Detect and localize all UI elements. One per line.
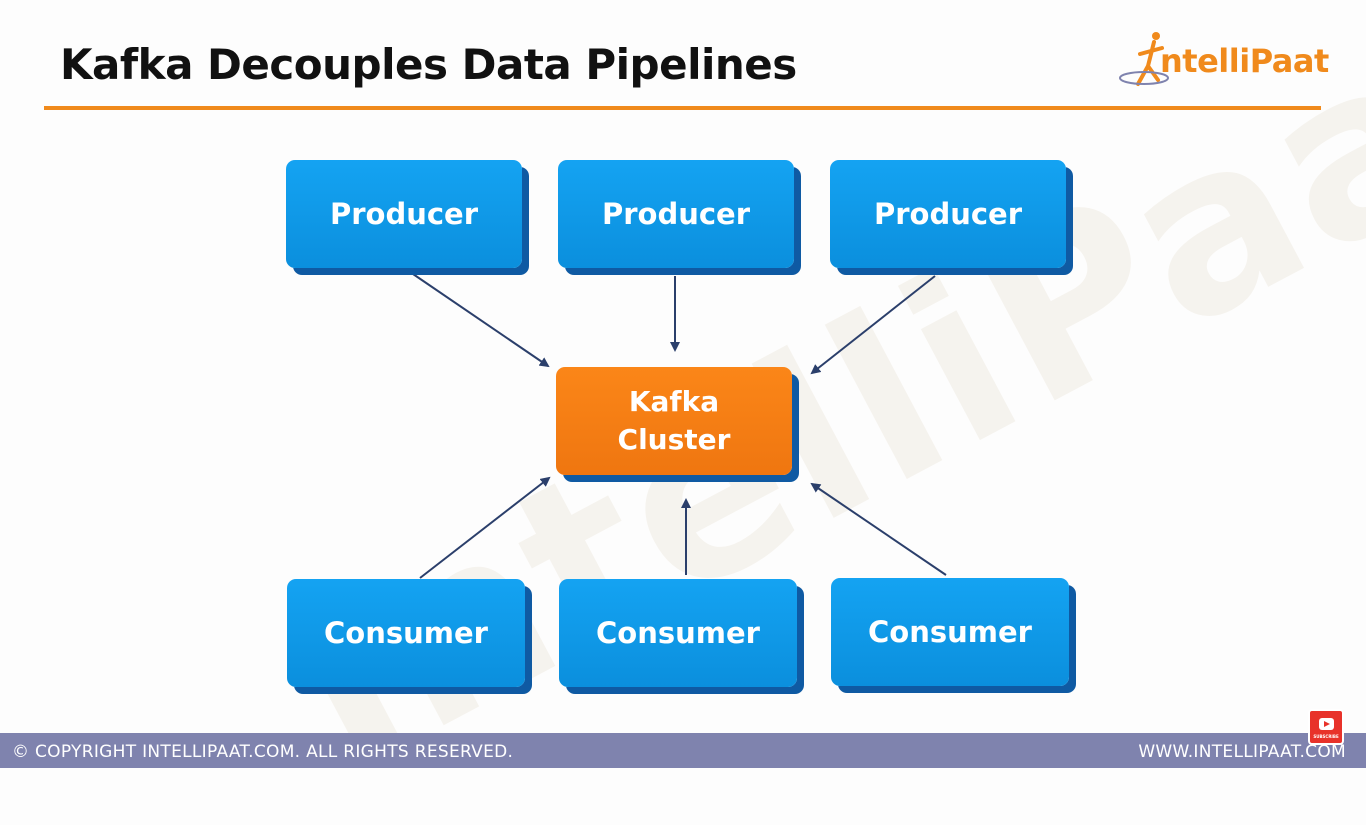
logo-text-intelli: ntelli — [1160, 42, 1250, 80]
footer-bar: © COPYRIGHT INTELLIPAAT.COM. ALL RIGHTS … — [0, 733, 1366, 768]
producer-label-3: Producer — [873, 197, 1023, 231]
producer-label-2: Producer — [601, 197, 751, 231]
intellipaat-logo-figure-icon — [1119, 32, 1169, 86]
diagram-arrows — [412, 273, 947, 579]
logo-text: ntelliPaat — [1160, 42, 1329, 80]
logo-text-paat: Paat — [1249, 42, 1330, 80]
arrow-producer-3-to-cluster — [810, 275, 936, 375]
kafka-cluster-label-line1: Kafka — [628, 385, 720, 418]
consumer-label-1: Consumer — [324, 616, 488, 650]
arrow-producer-1-to-cluster — [412, 273, 550, 368]
subscribe-label: SUBSCRIBE — [1313, 734, 1339, 739]
title-underline — [44, 106, 1321, 110]
intellipaat-logo: ntelliPaat — [1118, 28, 1329, 90]
producer-box-1: Producer — [286, 160, 522, 268]
slide-title: Kafka Decouples Data Pipelines — [60, 40, 797, 89]
arrow-consumer-1-to-cluster — [419, 476, 551, 579]
arrow-consumer-3-to-cluster — [810, 482, 947, 576]
consumer-label-2: Consumer — [596, 616, 760, 650]
kafka-cluster-label-line2: Cluster — [617, 423, 731, 456]
consumer-box-1: Consumer — [287, 579, 525, 687]
consumer-box-3: Consumer — [831, 578, 1069, 686]
footer-copyright: © COPYRIGHT INTELLIPAAT.COM. ALL RIGHTS … — [12, 742, 514, 762]
consumer-label-3: Consumer — [868, 615, 1032, 649]
footer-website: WWW.INTELLIPAAT.COM — [1138, 742, 1346, 762]
producer-label-1: Producer — [329, 197, 479, 231]
consumer-box-2: Consumer — [559, 579, 797, 687]
play-triangle-icon — [1324, 721, 1330, 727]
producer-box-3: Producer — [830, 160, 1066, 268]
producer-box-2: Producer — [558, 160, 794, 268]
kafka-cluster-box: Kafka Cluster — [556, 367, 792, 475]
subscribe-button[interactable]: SUBSCRIBE — [1308, 709, 1344, 745]
